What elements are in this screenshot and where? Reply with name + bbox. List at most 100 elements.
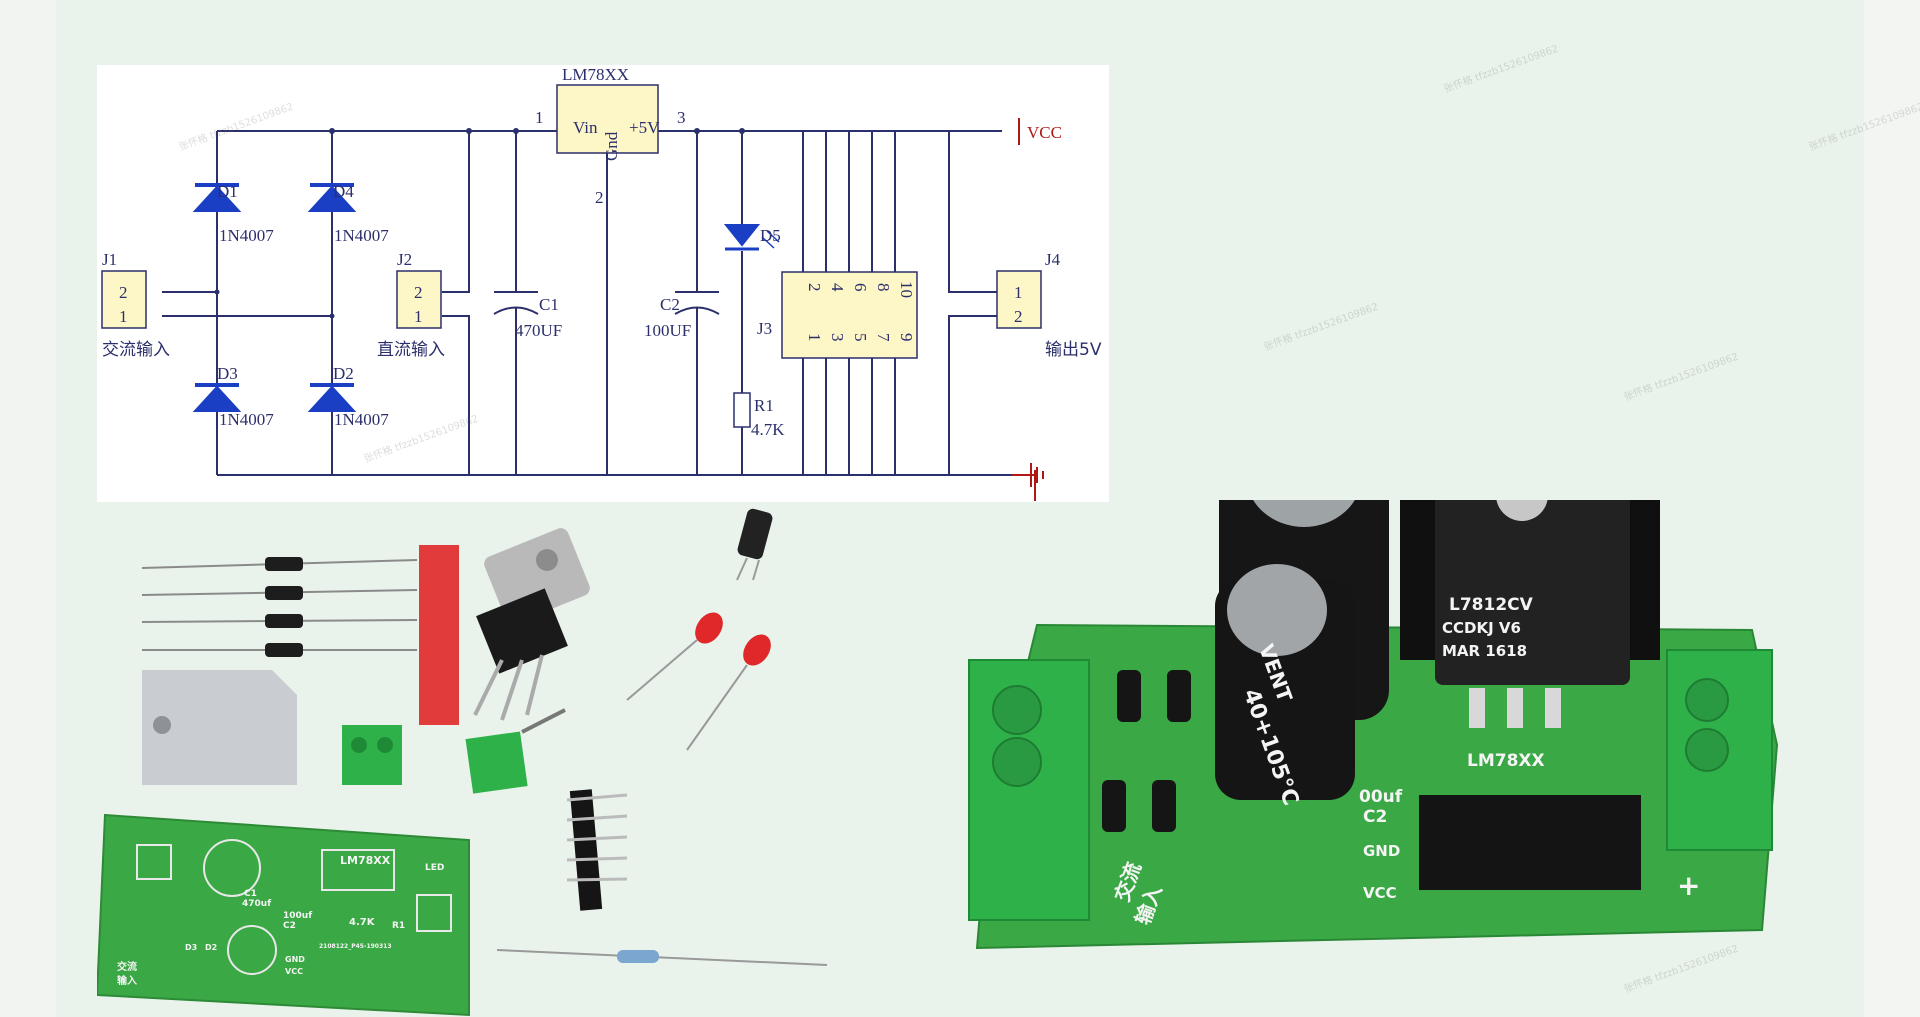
- kit-r1-value: 4.7K: [349, 917, 376, 928]
- photos-drawing: C1 470uf LM78XX 100uf C2 4.7K R1 LED D3 …: [97, 500, 1779, 1017]
- diode-d2-symbol: [307, 385, 357, 412]
- j1-ref: J1: [102, 250, 117, 269]
- c1-value: 470UF: [515, 321, 562, 340]
- junction-dot: [466, 128, 472, 134]
- pin: [566, 814, 628, 822]
- kit-gnd-label: GND: [285, 955, 305, 964]
- regulator-pin3: 3: [677, 108, 686, 127]
- assembled-diode: [1117, 670, 1141, 722]
- regulator-box: [556, 84, 659, 154]
- pin: [566, 793, 628, 802]
- assembled-diode: [1152, 780, 1176, 832]
- junction-dot: [739, 128, 745, 134]
- j2-box: [396, 270, 442, 329]
- c2-curve: [674, 306, 720, 315]
- loose-diodes: [141, 545, 459, 725]
- regulator-body: [476, 588, 568, 674]
- j1-pin-bottom: 1: [119, 307, 128, 326]
- regulator-vin-label: Vin: [573, 118, 598, 137]
- j3-pin: 3: [828, 333, 847, 342]
- terminal-screw: [377, 737, 393, 753]
- j3-pin: 1: [805, 333, 824, 342]
- led-d5-ref: D5: [760, 226, 781, 245]
- terminal-screw: [992, 685, 1042, 735]
- c2-value: 100UF: [644, 321, 691, 340]
- kit-c2-outline: [227, 925, 277, 975]
- terminal-screw: [351, 737, 367, 753]
- circuit-schematic: LM78XX Vin Gnd +5V 1 2 3 VCC D1 1N4007 D…: [97, 65, 1109, 502]
- kit-r1-label: R1: [392, 921, 405, 931]
- regulator-leg: [1545, 688, 1561, 728]
- capacitor-lead: [736, 557, 748, 581]
- j2-pin-bottom: 1: [414, 307, 423, 326]
- regulator-leg: [1469, 688, 1485, 728]
- loose-capacitor: [737, 508, 773, 560]
- capacitor-top: [1253, 500, 1355, 527]
- kit-led-label: LED: [425, 863, 444, 873]
- kit-d3-label: D3: [185, 943, 197, 952]
- kit-ic-label: LM78XX: [340, 854, 391, 867]
- j3-pin: 8: [874, 283, 893, 292]
- silk-gnd-label: GND: [1363, 842, 1400, 860]
- heatsink-hole: [153, 716, 171, 734]
- j1-box: [101, 270, 147, 329]
- d2-ref: D2: [333, 364, 354, 383]
- regulator-marking-2: CCDKJ V6: [1442, 619, 1521, 637]
- d3-ref: D3: [217, 364, 238, 383]
- assembled-diode: [1102, 780, 1126, 832]
- vcc-label: VCC: [1027, 123, 1062, 142]
- loose-led: [695, 612, 723, 644]
- kit-terminal-outline: [416, 894, 452, 932]
- loose-resistor: [617, 950, 659, 963]
- regulator-pin1: 1: [535, 108, 544, 127]
- silk-plus: +: [1677, 869, 1700, 902]
- d1-part: 1N4007: [219, 226, 274, 245]
- kit-pcb: C1 470uf LM78XX 100uf C2 4.7K R1 LED D3 …: [97, 813, 470, 1017]
- regulator-pin: [525, 654, 544, 716]
- ground-symbol: [1012, 463, 1044, 487]
- j4-wires: [948, 131, 997, 475]
- kit-ac-label: 交流: [117, 960, 137, 973]
- terminal-screw: [992, 737, 1042, 787]
- silk-vcc-label: VCC: [1363, 884, 1397, 902]
- diode-d1-symbol: [192, 185, 242, 212]
- assembled-diode: [1167, 670, 1191, 722]
- assembled-regulator: [1435, 500, 1630, 685]
- kit-ic-outline: [321, 849, 395, 891]
- j3-pin-numbers-bottom: 1 3 5 7 9: [805, 333, 916, 342]
- regulator-part-label: LM78XX: [562, 65, 629, 84]
- terminal-screw: [1685, 678, 1729, 722]
- kit-vcc-label: VCC: [285, 967, 303, 976]
- kit-c1-outline: [203, 839, 261, 897]
- j4-pin-bottom: 2: [1014, 307, 1023, 326]
- j2-caption: 直流输入: [377, 340, 445, 360]
- j3-pin: 2: [805, 283, 824, 292]
- terminal-screw: [1685, 728, 1729, 772]
- j1-caption: 交流输入: [102, 340, 170, 360]
- kit-c2-label: C2: [283, 921, 296, 931]
- regulator-pin: [500, 659, 524, 721]
- pin: [566, 877, 628, 882]
- loose-regulator: [473, 528, 590, 721]
- regulator-gnd-label: Gnd: [602, 131, 621, 161]
- component-photos: C1 470uf LM78XX 100uf C2 4.7K R1 LED D3 …: [97, 500, 1897, 1017]
- j3-pin-numbers-top: 2 4 6 8 10: [805, 281, 916, 298]
- regulator-vout-label: +5V: [629, 118, 660, 137]
- r1-ref: R1: [754, 396, 774, 415]
- j3-pin: 4: [828, 283, 847, 292]
- loose-pin-header: [566, 789, 628, 911]
- capacitor-top: [1227, 564, 1327, 656]
- j3-pin: 9: [897, 333, 916, 342]
- d4-part: 1N4007: [334, 226, 389, 245]
- j3-pin: 6: [851, 283, 870, 292]
- j3-ref: J3: [757, 319, 772, 338]
- pin: [566, 835, 628, 842]
- regulator-marking-1: L7812CV: [1449, 595, 1534, 615]
- junction-dot: [694, 128, 700, 134]
- background-edge: [1864, 0, 1920, 1017]
- silk-ic-label: LM78XX: [1467, 751, 1545, 771]
- kit-d2-label: D2: [205, 943, 217, 952]
- kit-c1-value: 470uf: [242, 899, 271, 909]
- loose-heatsink: [142, 670, 297, 785]
- junction-dot: [329, 313, 335, 319]
